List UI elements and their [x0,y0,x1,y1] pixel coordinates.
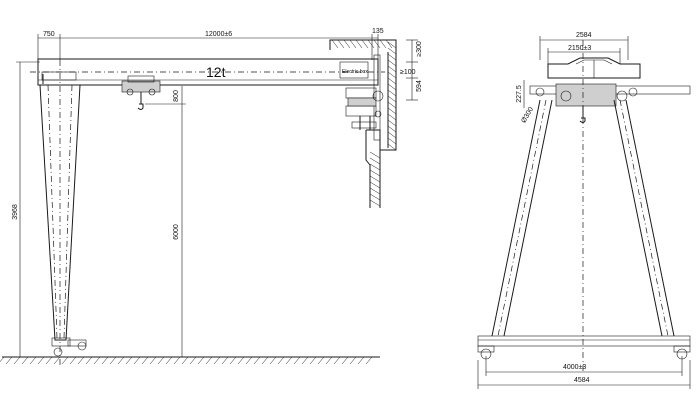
wall-hatch [331,39,397,207]
dim-base-width: 4584 [574,377,590,384]
end-view: 2584 2150±3 227.5 Ø300 4000±3 4584 [477,32,691,389]
dim-top-width: 2584 [576,32,592,39]
dim-trolley-height: 227.5 [516,85,523,103]
main-girder [37,58,379,86]
ground-beam [477,335,691,347]
electric-box [339,61,369,79]
capacity-label: 12t [206,64,226,80]
ground-hatch [0,356,373,365]
dim-end-overhang: 750 [43,31,55,38]
right-leg [613,99,675,337]
hook [137,103,144,110]
dim-wheel-dia: Ø300 [520,106,535,124]
hook-end [579,117,586,123]
dim-total-height: 3968 [12,204,19,220]
support-leg [39,84,81,341]
leg-wheel [53,347,63,357]
dim-hook-drop: 800 [173,90,180,102]
dim-beam-height: 594 [416,80,423,92]
side-view: 12t Electric box [0,28,423,365]
dim-span: 12000±6 [205,31,232,38]
dim-beam-gap: ≥100 [400,69,416,76]
dim-lift-height: 6000 [173,224,180,240]
left-leg [491,99,553,337]
hoist-trolley [121,75,161,110]
dim-leg-gauge: 4000±3 [563,364,586,371]
dim-wall-clearance: ≥300 [416,41,423,57]
dim-wheel-base: 2150±3 [568,45,591,52]
dim-rail-offset: 135 [372,28,384,35]
hoist-motor [555,83,617,107]
wall-bracket [345,54,384,141]
electric-box-label: Electric box [342,69,368,75]
